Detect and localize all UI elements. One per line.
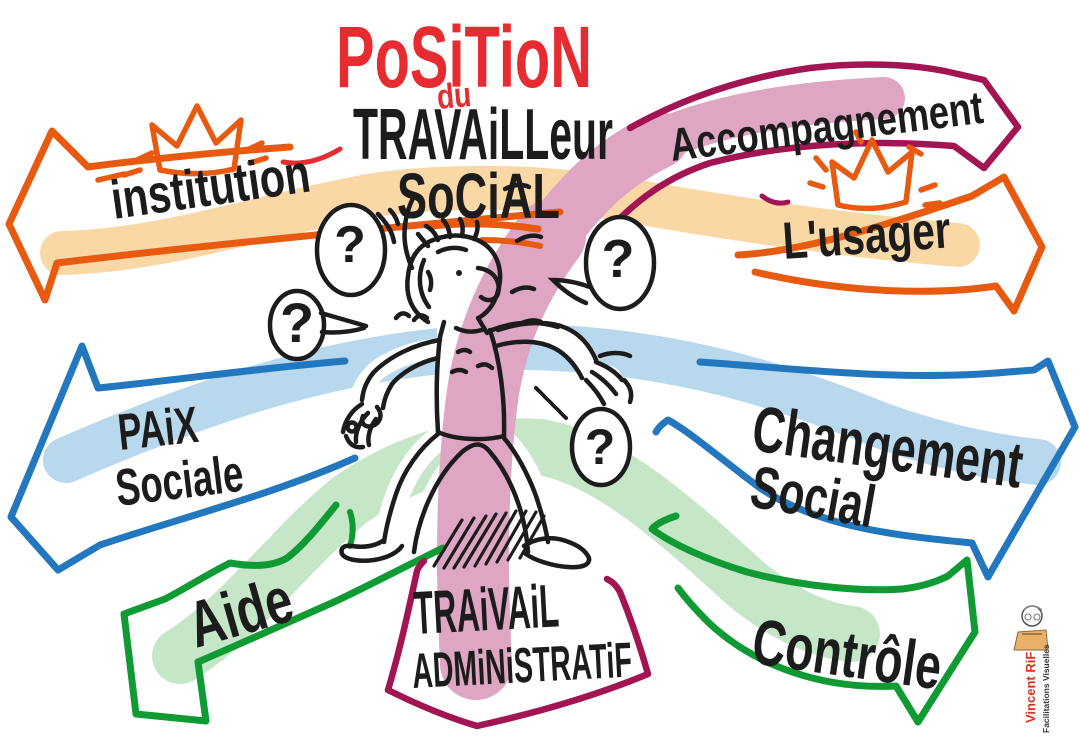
svg-text:?: ? xyxy=(334,216,366,274)
svg-text:Facilitations Visuelles: Facilitations Visuelles xyxy=(1041,644,1051,733)
svg-text:?: ? xyxy=(280,291,314,354)
svg-text:TRAVAiLLeur: TRAVAiLLeur xyxy=(353,95,613,176)
svg-text:PAiX: PAiX xyxy=(115,395,201,461)
svg-text:TRAiVAiL: TRAiVAiL xyxy=(412,573,560,648)
svg-text:ADMiNiSTRATiF: ADMiNiSTRATiF xyxy=(411,632,634,699)
svg-text:?: ? xyxy=(585,419,616,475)
svg-text:du: du xyxy=(435,74,473,117)
svg-text:?: ? xyxy=(602,229,635,289)
svg-text:PoSiTioN: PoSiTioN xyxy=(336,8,592,106)
svg-text:L'usager: L'usager xyxy=(781,201,953,271)
svg-text:Vincent RiF: Vincent RiF xyxy=(1023,652,1038,723)
svg-text:SoCiAL: SoCiAL xyxy=(397,159,560,231)
